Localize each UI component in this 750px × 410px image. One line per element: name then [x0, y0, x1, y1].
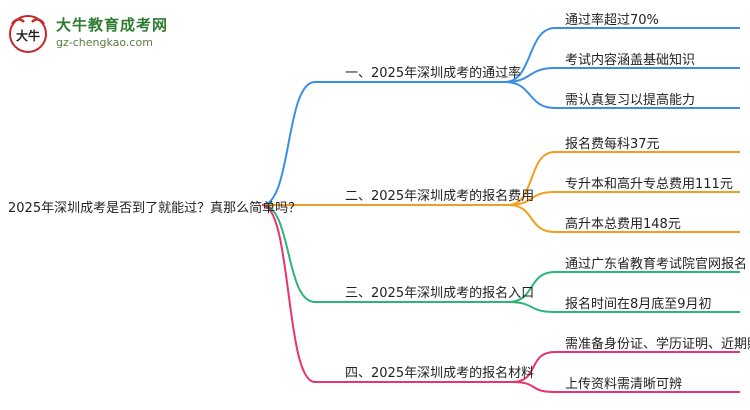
root-connector: [261, 81, 316, 206]
leaf-topic: 高升本总费用148元: [565, 217, 681, 232]
leaf-connector: [504, 81, 556, 109]
logo-url: gz-chengkao.com: [56, 36, 153, 49]
logo-title: 大牛教育成考网: [56, 16, 169, 34]
leaf-topic: 需准备身份证、学历证明、近期照片: [565, 337, 750, 352]
leaf-topic: 考试内容涵盖基础知识: [565, 53, 696, 68]
branch-topic: 二、2025年深圳成考的报名费用: [345, 189, 535, 204]
leaf-topic: 通过率超过70%: [565, 13, 659, 28]
root-connector: [261, 204, 316, 383]
leaf-topic: 报名费每科37元: [565, 137, 660, 152]
root-topic: 2025年深圳成考是否到了就能过？真那么简单吗？: [8, 201, 302, 216]
leaf-connector: [504, 27, 556, 83]
site-logo[interactable]: 大牛 大牛教育成考网 gz-chengkao.com: [6, 12, 176, 56]
branch-topic: 三、2025年深圳成考的报名入口: [345, 286, 535, 301]
leaf-topic: 专升本和高升专总费用111元: [565, 177, 733, 192]
logo-mark-text: 大牛: [16, 28, 40, 43]
leaf-connector: [507, 271, 556, 303]
branch-topic: 一、2025年深圳成考的通过率: [345, 66, 522, 81]
leaf-topic: 上传资料需清晰可辨: [565, 377, 683, 392]
root-connector: [261, 204, 316, 303]
leaf-connector: [507, 301, 556, 313]
leaf-connector: [511, 381, 556, 393]
leaf-topic: 需认真复习以提高能力: [565, 93, 696, 108]
leaf-connector: [507, 204, 556, 233]
leaf-connector: [507, 151, 556, 206]
leaf-topic: 通过广东省教育考试院官网报名: [565, 257, 748, 272]
leaf-topic: 报名时间在8月底至9月初: [565, 297, 712, 312]
bull-logo-icon: 大牛: [9, 15, 47, 53]
branch-topic: 四、2025年深圳成考的报名材料: [345, 366, 535, 381]
leaf-connector: [511, 351, 556, 383]
